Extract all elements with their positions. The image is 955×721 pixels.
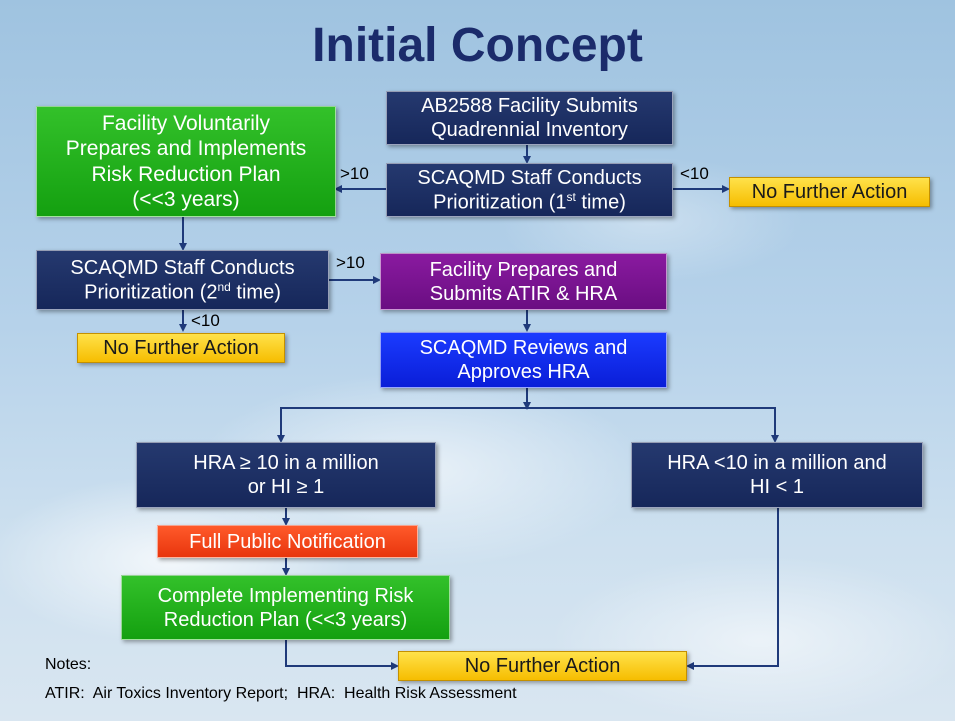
box-voluntary-plan: Facility Voluntarily Prepares and Implem… [36,106,336,217]
prioritization-1-text: SCAQMD Staff Conducts Prioritization (1 [417,166,642,214]
box-hra-low: HRA <10 in a million and HI < 1 [631,442,923,508]
box-atir-hra: Facility Prepares and Submits ATIR & HRA [380,253,667,310]
label-gt10-b: >10 [336,253,365,272]
notes-heading: Notes: [45,656,92,673]
box-no-further-action-1: No Further Action [729,177,930,207]
box-no-further-action-2: No Further Action [77,333,285,363]
prioritization-2-tail: time) [230,281,281,304]
box-submit-inventory: AB2588 Facility Submits Quadrennial Inve… [386,91,673,145]
arrow-hra-low-to-no-action [686,508,779,670]
arrow-complete-to-no-action [285,640,399,670]
prioritization-1-sup: st [566,189,576,204]
label-lt10-b: <10 [191,311,220,330]
prioritization-1-tail: time) [575,191,626,214]
box-prioritization-2: SCAQMD Staff Conducts Prioritization (2n… [36,250,329,310]
box-no-further-action-3: No Further Action [398,651,687,681]
arrow-split-left [277,407,527,443]
box-prioritization-1: SCAQMD Staff Conducts Prioritization (1s… [386,163,673,217]
box-reviews-hra: SCAQMD Reviews and Approves HRA [380,332,667,388]
prioritization-2-text: SCAQMD Staff Conducts Prioritization (2 [70,256,295,304]
box-public-notification: Full Public Notification [157,525,418,558]
arrow-split-right [527,407,779,443]
label-gt10-a: >10 [340,164,369,183]
box-hra-high: HRA ≥ 10 in a million or HI ≥ 1 [136,442,436,508]
page-title: Initial Concept [312,19,643,72]
notes-definitions: ATIR: Air Toxics Inventory Report; HRA: … [45,685,517,702]
box-complete-plan: Complete Implementing Risk Reduction Pla… [121,575,450,640]
label-lt10-a: <10 [680,164,709,183]
prioritization-2-sup: nd [217,279,231,294]
